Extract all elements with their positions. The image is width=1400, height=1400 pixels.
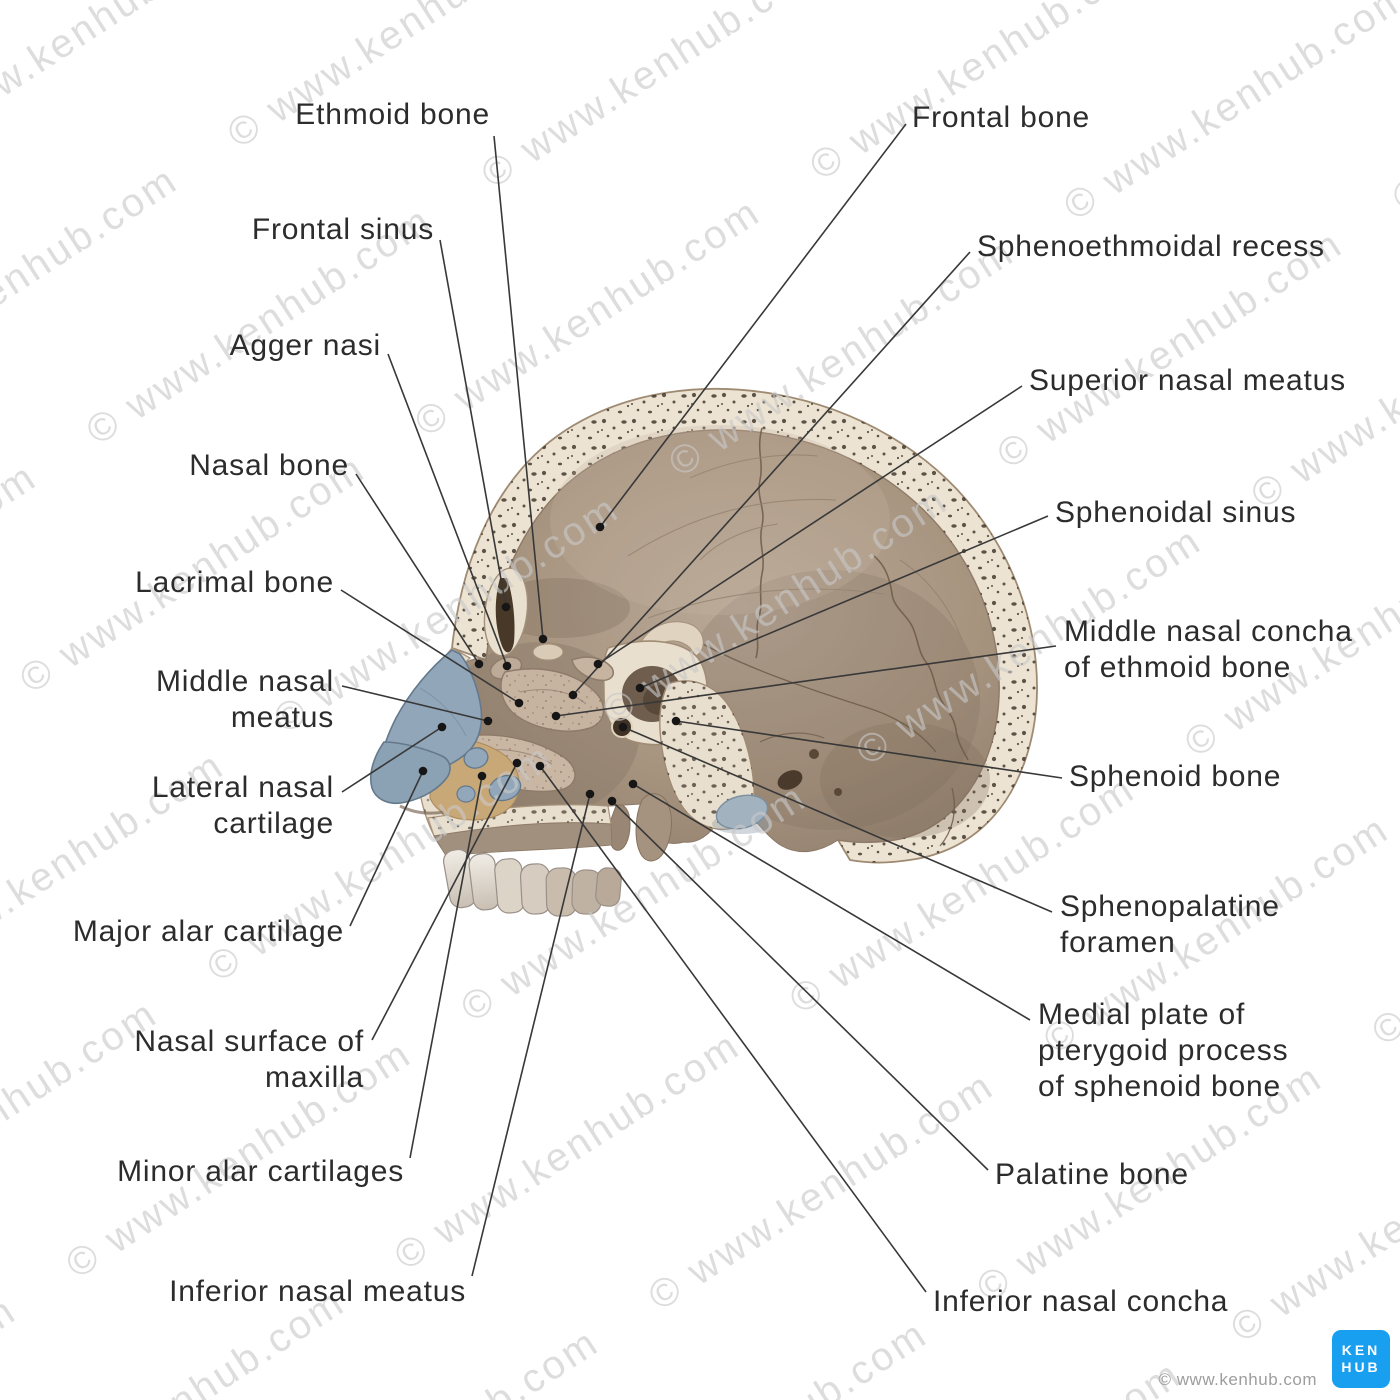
label-lateral-nasal-cartilage: Lateral nasal cartilage bbox=[151, 771, 334, 840]
label-ethmoid-bone: Ethmoid bone bbox=[295, 98, 490, 131]
teeth-row bbox=[442, 848, 622, 917]
label-frontal-sinus: Frontal sinus bbox=[251, 213, 434, 246]
label-sphenopalatine-foramen: Sphenopalatine foramen bbox=[1060, 890, 1280, 959]
label-nasal-bone: Nasal bone bbox=[189, 449, 349, 482]
label-medial-pterygoid-plate: Medial plate of pterygoid process of sph… bbox=[1038, 998, 1289, 1103]
label-middle-nasal-meatus: Middle nasal meatus bbox=[155, 665, 334, 734]
copyright-text: © www.kenhub.com bbox=[1158, 1370, 1317, 1389]
label-palatine-bone: Palatine bone bbox=[995, 1158, 1189, 1191]
label-sphenoid-bone: Sphenoid bone bbox=[1069, 760, 1282, 793]
label-sphenoidal-sinus: Sphenoidal sinus bbox=[1055, 496, 1297, 529]
label-minor-alar-cartilages: Minor alar cartilages bbox=[117, 1155, 404, 1188]
kenhub-logo-text-bottom: HUB bbox=[1341, 1359, 1381, 1375]
label-frontal-bone: Frontal bone bbox=[912, 101, 1091, 134]
label-superior-nasal-meatus: Superior nasal meatus bbox=[1029, 364, 1346, 397]
label-inferior-nasal-concha: Inferior nasal concha bbox=[933, 1285, 1229, 1318]
label-inferior-nasal-meatus: Inferior nasal meatus bbox=[169, 1275, 466, 1308]
label-nasal-surface-of-maxilla: Nasal surface of maxilla bbox=[134, 1025, 364, 1094]
crista-galli bbox=[532, 643, 564, 661]
label-sphenoethmoidal-recess: Sphenoethmoidal recess bbox=[977, 230, 1325, 263]
label-major-alar-cartilage: Major alar cartilage bbox=[72, 915, 344, 948]
label-agger-nasi: Agger nasi bbox=[229, 329, 381, 362]
label-lacrimal-bone: Lacrimal bone bbox=[135, 566, 334, 599]
label-middle-nasal-concha: Middle nasal concha of ethmoid bone bbox=[1064, 615, 1353, 684]
sphenopalatine-foramen bbox=[611, 716, 633, 738]
kenhub-logo: KEN HUB bbox=[1332, 1330, 1390, 1388]
kenhub-logo-text-top: KEN bbox=[1341, 1342, 1381, 1358]
